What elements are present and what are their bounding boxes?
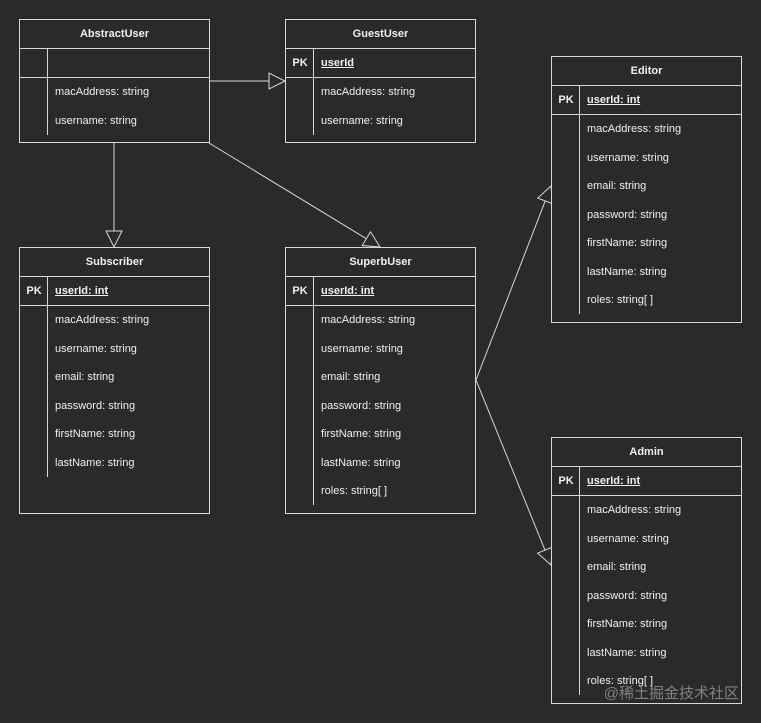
- field-list: macAddress: string username: string emai…: [552, 496, 741, 696]
- field-list: macAddress: string username: string emai…: [20, 306, 209, 477]
- field-item: email: string: [55, 371, 115, 383]
- field-list: macAddress: string username: string emai…: [286, 306, 475, 506]
- field-item: username: string: [55, 342, 137, 355]
- pk-label: PK: [292, 57, 308, 69]
- field-item: macAddress: string: [55, 86, 150, 98]
- field-item: password: string: [321, 399, 402, 412]
- field-list: macAddress: string username: string: [20, 78, 209, 135]
- entity-admin[interactable]: Admin PK userId: int macAddress: string …: [551, 437, 742, 704]
- field-item: firstName: string: [587, 618, 668, 630]
- connector-line: [475, 379, 546, 551]
- field-item: lastName: string: [321, 456, 401, 469]
- field-item: password: string: [55, 399, 136, 412]
- field-item: lastName: string: [587, 646, 667, 659]
- pk-label: PK: [558, 94, 574, 106]
- pk-field: userId: [321, 57, 355, 69]
- field-item: macAddress: string: [321, 86, 416, 98]
- entity-title: Editor: [552, 57, 741, 86]
- column-divider: [313, 306, 314, 505]
- pk-label: PK: [558, 475, 574, 487]
- pk-row: PK userId: int: [552, 467, 741, 496]
- field-item: username: string: [587, 151, 669, 164]
- entity-superb-user[interactable]: SuperbUser PK userId: int macAddress: st…: [285, 247, 476, 514]
- relation-abstract-user-to-guest-user: [210, 72, 287, 90]
- inheritance-arrowhead: [268, 72, 287, 90]
- field-item: lastName: string: [587, 265, 667, 278]
- relation-abstract-user-to-superb-user: [208, 142, 381, 248]
- pk-field: userId: int: [55, 285, 109, 297]
- pk-field: userId: int: [587, 475, 641, 487]
- column-divider: [579, 496, 580, 695]
- relation-superb-user-to-admin: [475, 379, 553, 567]
- field-item: lastName: string: [55, 456, 135, 469]
- column-divider: [579, 115, 580, 314]
- pk-label: PK: [292, 285, 308, 297]
- column-divider: [579, 467, 580, 495]
- field-item: username: string: [55, 114, 137, 127]
- pk-row: PK userId: [286, 49, 475, 78]
- column-divider: [313, 277, 314, 305]
- column-divider: [313, 49, 314, 77]
- inheritance-arrowhead: [105, 230, 123, 249]
- field-item: firstName: string: [321, 428, 402, 440]
- field-item: email: string: [321, 371, 381, 383]
- pk-row: PK userId: int: [552, 86, 741, 115]
- entity-title: Admin: [552, 438, 741, 467]
- column-divider: [313, 78, 314, 135]
- field-item: firstName: string: [587, 237, 668, 249]
- field-item: macAddress: string: [55, 314, 150, 326]
- pk-row: [20, 49, 209, 78]
- field-item: email: string: [587, 180, 647, 192]
- connector-line: [208, 142, 367, 240]
- relation-superb-user-to-editor: [475, 184, 554, 381]
- field-item: macAddress: string: [587, 504, 682, 516]
- field-item: roles: string[ ]: [587, 675, 654, 687]
- column-divider: [47, 78, 48, 135]
- field-list: macAddress: string username: string emai…: [552, 115, 741, 315]
- pk-field: userId: int: [321, 285, 375, 297]
- field-item: username: string: [321, 342, 403, 355]
- field-item: roles: string[ ]: [321, 485, 388, 497]
- entity-guest-user[interactable]: GuestUser PK userId macAddress: string u…: [285, 19, 476, 143]
- column-divider: [579, 86, 580, 114]
- entity-title: Subscriber: [20, 248, 209, 277]
- field-item: roles: string[ ]: [587, 294, 654, 306]
- entity-title: SuperbUser: [286, 248, 475, 277]
- field-item: email: string: [587, 561, 647, 573]
- entity-subscriber[interactable]: Subscriber PK userId: int macAddress: st…: [19, 247, 210, 514]
- column-divider: [47, 49, 48, 77]
- field-list: macAddress: string username: string: [286, 78, 475, 135]
- field-item: password: string: [587, 208, 668, 221]
- pk-row: PK userId: int: [286, 277, 475, 306]
- field-item: username: string: [321, 114, 403, 127]
- field-item: firstName: string: [55, 428, 136, 440]
- pk-label: [20, 49, 48, 77]
- column-divider: [47, 306, 48, 477]
- column-divider: [47, 277, 48, 305]
- field-item: macAddress: string: [587, 123, 682, 135]
- inheritance-arrowhead: [361, 230, 381, 248]
- pk-field: userId: int: [587, 94, 641, 106]
- watermark: @稀土掘金技术社区: [603, 685, 739, 702]
- field-item: username: string: [587, 532, 669, 545]
- field-item: macAddress: string: [321, 314, 416, 326]
- field-item: password: string: [587, 589, 668, 602]
- entity-abstract-user[interactable]: AbstractUser macAddress: string username…: [19, 19, 210, 143]
- entity-title: AbstractUser: [20, 20, 209, 49]
- pk-row: PK userId: int: [20, 277, 209, 306]
- entity-title: GuestUser: [286, 20, 475, 49]
- pk-label: PK: [26, 285, 42, 297]
- relation-abstract-user-to-subscriber: [105, 143, 123, 249]
- connector-line: [475, 200, 546, 381]
- entity-editor[interactable]: Editor PK userId: int macAddress: string…: [551, 56, 742, 323]
